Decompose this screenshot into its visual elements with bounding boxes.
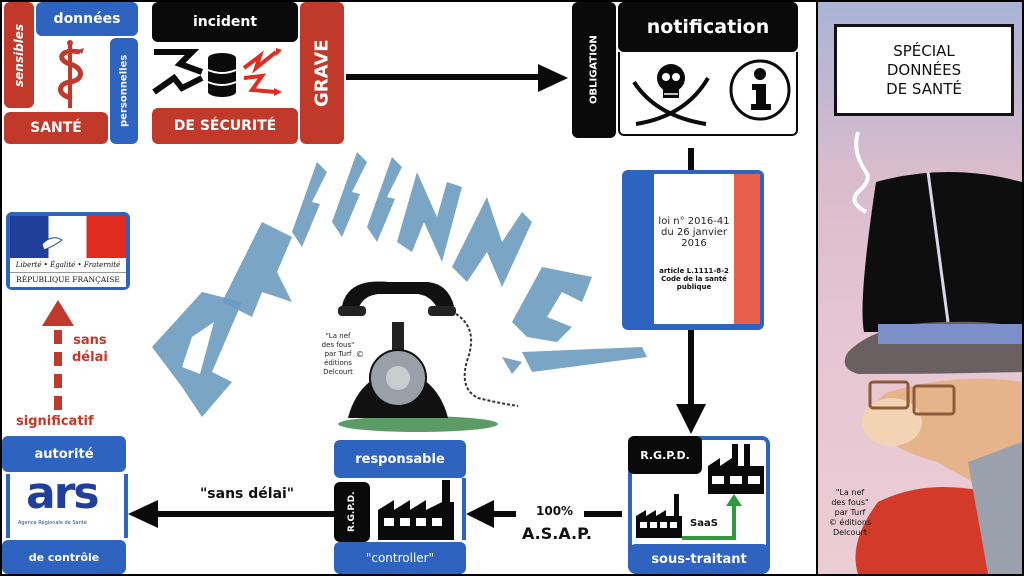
- incident-block: incident DE SÉCURITÉ GRAVE: [152, 2, 344, 144]
- factory-icon: [378, 480, 454, 540]
- comic-credit-line: "La nef: [835, 488, 865, 497]
- significatif-label: significatif: [16, 414, 94, 429]
- letter-i2: [332, 152, 367, 237]
- phone-credit-line: des fous": [321, 341, 355, 349]
- delai-label: délai: [72, 350, 108, 365]
- republique-francaise-logo: Liberté • Égalité • Fraternité RÉPUBLIQU…: [6, 212, 130, 290]
- de-controle-label: de contrôle: [2, 540, 126, 574]
- top-hat-illustration: [844, 131, 1022, 574]
- rgpd-tag: R.G.P.D.: [628, 436, 702, 474]
- notification-icons-panel: [618, 52, 798, 136]
- caduceus-icon: [58, 40, 84, 108]
- dashed-arrow-shaft: [54, 330, 62, 416]
- sans-delai-quote-label: "sans délai": [200, 486, 295, 502]
- sans-delai-label: sans délai: [72, 332, 108, 366]
- flag-red-band: [734, 174, 760, 324]
- law-block: loi n° 2016-41 du 26 janvier 2016 articl…: [622, 170, 764, 330]
- driiiinng-onomatopoeia: [152, 152, 647, 417]
- personnelles-label: personnelles: [110, 38, 138, 144]
- speech-line: DE SANTÉ: [886, 79, 962, 98]
- arrow-to-controller-left: [490, 511, 516, 517]
- ars-logo: ars Agence Régionale de Santé: [6, 468, 128, 538]
- ars-logo-text: ars: [26, 468, 100, 519]
- factory-large-icon: [708, 444, 764, 494]
- grave-label: GRAVE: [300, 2, 344, 144]
- arrow-to-authority: [154, 511, 334, 517]
- info-icon: [729, 59, 791, 121]
- obligation-label: OBLIGATION: [572, 2, 616, 138]
- percent-label: 100%: [536, 504, 574, 518]
- connector-notification-law: [688, 148, 694, 170]
- controller-label: "controller": [334, 542, 466, 574]
- marianne-icon: [41, 218, 84, 256]
- arrow-to-notification: [346, 74, 542, 80]
- letter-n1: [397, 172, 462, 262]
- factory-small-icon: [636, 494, 682, 538]
- telephone-illustration: [338, 281, 519, 432]
- autorite-label: autorité: [2, 436, 126, 472]
- controller-panel: R.G.P.D.: [334, 478, 466, 542]
- notification-block: OBLIGATION notification: [572, 2, 798, 138]
- sans-label: sans: [73, 333, 107, 348]
- sous-traitant-label: sous-traitant: [628, 544, 770, 574]
- phone-credit-line: par Turf: [324, 350, 352, 358]
- phone-credit-copyright: ©: [356, 350, 364, 359]
- diagram-canvas: sensibles données personnelles SANTÉ inc…: [2, 2, 816, 574]
- arrowhead-left-icon: [466, 500, 494, 528]
- de-securite-label: DE SÉCURITÉ: [152, 108, 298, 144]
- database-attack-icon: [152, 48, 282, 97]
- incident-label: incident: [152, 2, 298, 42]
- comic-panel: SPÉCIAL DONNÉES DE SANTÉ "La nef des fou…: [818, 2, 1022, 574]
- sensibles-label: sensibles: [4, 2, 34, 108]
- ars-logo-subtitle: Agence Régionale de Santé: [18, 520, 87, 526]
- asap-label: A.S.A.P.: [522, 524, 592, 543]
- arrowhead-right-icon: [538, 64, 568, 92]
- letter-d: [152, 292, 242, 417]
- comic-credit-line: des fous": [831, 498, 869, 507]
- phone-credit-line: éditions: [324, 359, 352, 367]
- comic-credit: "La nef des fous" par Turf © éditions De…: [820, 488, 880, 538]
- letter-i3: [367, 157, 402, 242]
- law-article: article L.1111-8-2 Code de la santé publ…: [659, 267, 729, 291]
- rgpd-side-label: R.G.P.D.: [334, 482, 370, 542]
- saas-label: SaaS: [690, 518, 718, 529]
- law-reference: loi n° 2016-41 du 26 janvier 2016: [658, 216, 730, 249]
- upload-arrow-icon: [682, 494, 742, 540]
- comic-credit-line: par Turf: [834, 508, 866, 517]
- arrow-to-controller-right: [584, 511, 622, 517]
- speech-line: DONNÉES: [886, 60, 962, 79]
- comic-credit-line: © éditions: [828, 518, 872, 527]
- speech-bubble: SPÉCIAL DONNÉES DE SANTÉ: [834, 24, 1014, 116]
- authority-block: autorité ars Agence Régionale de Santé d…: [2, 436, 128, 574]
- exclamation: [502, 347, 647, 374]
- controller-block: responsable R.G.P.D. "controller": [334, 440, 466, 574]
- comic-credit-line: Delcourt: [832, 528, 868, 537]
- arrowhead-up-icon: [42, 300, 74, 326]
- sante-label: SANTÉ: [4, 112, 108, 144]
- health-data-block: sensibles données personnelles SANTÉ: [2, 2, 138, 144]
- phone-credit-line: Delcourt: [323, 368, 353, 376]
- letter-i1: [292, 162, 327, 247]
- arrow-to-processor: [688, 330, 694, 408]
- flag-white-band: [654, 174, 734, 324]
- phone-credit-line: "La nef: [325, 332, 351, 340]
- donnees-label: données: [36, 2, 138, 36]
- pirate-skull-icon: [632, 64, 710, 126]
- phone-credit: "La nef des fous" par Turf éditions Delc…: [308, 332, 368, 377]
- speech-line: SPÉCIAL: [893, 41, 955, 60]
- letter-g: [512, 267, 592, 342]
- arrowhead-down-icon: [676, 404, 706, 434]
- arrowhead-left-icon: [128, 500, 158, 528]
- letter-n2: [452, 197, 532, 287]
- logo-name: RÉPUBLIQUE FRANÇAISE: [10, 272, 126, 287]
- notification-title: notification: [618, 2, 798, 52]
- logo-motto: Liberté • Égalité • Fraternité: [10, 258, 126, 272]
- responsable-label: responsable: [334, 440, 466, 478]
- processor-block: R.G.P.D. SaaS sous-traitant: [628, 436, 770, 574]
- letter-r: [222, 222, 292, 317]
